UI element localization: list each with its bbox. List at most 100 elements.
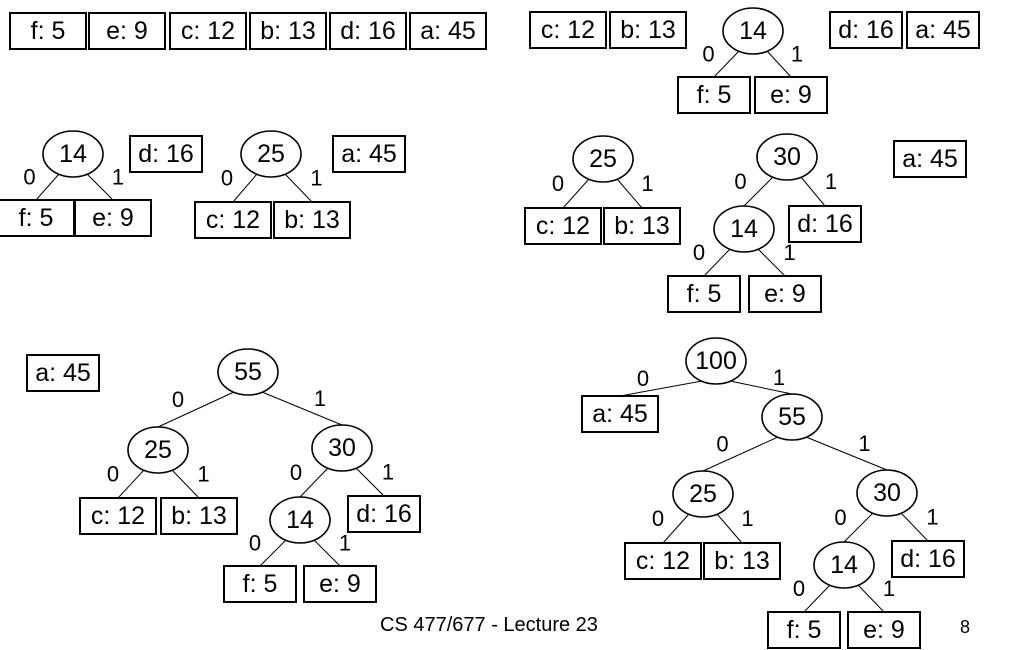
edge-bit-one: 1 bbox=[197, 462, 209, 487]
edge-bit-zero: 0 bbox=[693, 240, 705, 265]
node-weight: 100 bbox=[695, 347, 737, 375]
leaf-box bbox=[603, 207, 681, 245]
leaf-box bbox=[409, 12, 487, 50]
leaf-node: e: 9 bbox=[754, 76, 828, 114]
leaf-box bbox=[788, 205, 862, 243]
leaf-node: c: 12 bbox=[194, 201, 272, 239]
leaf-box bbox=[160, 497, 238, 535]
leaf-box bbox=[667, 275, 741, 313]
node-weight: 14 bbox=[830, 551, 858, 579]
edge-bit-one: 1 bbox=[339, 531, 351, 556]
node-weight: 14 bbox=[286, 506, 314, 534]
leaf-label: a: 45 bbox=[902, 145, 958, 173]
edge-bit-zero: 0 bbox=[637, 366, 649, 391]
edge-bit-zero: 0 bbox=[702, 42, 714, 67]
leaf-label: d: 16 bbox=[838, 16, 894, 44]
node-weight: 25 bbox=[144, 436, 172, 464]
leaf-node: a: 45 bbox=[581, 395, 659, 433]
tree-edge bbox=[803, 584, 831, 613]
leaf-label: f: 5 bbox=[787, 616, 822, 644]
leaf-node: d: 16 bbox=[891, 540, 965, 578]
leaf-label: d: 16 bbox=[900, 545, 956, 573]
leaf-node: f: 5 bbox=[223, 565, 297, 603]
edge-bit-zero: 0 bbox=[290, 460, 302, 485]
leaf-box bbox=[677, 76, 751, 114]
internal-node: 25 bbox=[240, 130, 302, 178]
leaf-node: c: 12 bbox=[524, 207, 602, 245]
leaf-label: a: 45 bbox=[420, 17, 476, 45]
leaf-label: e: 9 bbox=[863, 616, 905, 644]
leaf-node: e: 9 bbox=[847, 611, 921, 649]
edge-bit-zero: 0 bbox=[172, 387, 184, 412]
leaf-box bbox=[249, 12, 327, 50]
internal-node: 14 bbox=[713, 205, 775, 253]
leaf-box bbox=[767, 611, 841, 649]
leaf-label: a: 45 bbox=[915, 16, 971, 44]
leaf-label: b: 13 bbox=[284, 206, 340, 234]
edge-bit-one: 1 bbox=[310, 166, 322, 191]
leaf-node: b: 13 bbox=[249, 12, 327, 50]
leaf-box bbox=[891, 540, 965, 578]
leaf-node: c: 12 bbox=[529, 11, 607, 49]
tree-edge bbox=[313, 539, 341, 567]
node-ellipse bbox=[856, 469, 918, 517]
leaf-label: b: 13 bbox=[620, 16, 676, 44]
leaf-label: e: 9 bbox=[764, 280, 806, 308]
node-ellipse bbox=[240, 130, 302, 178]
tree-edge bbox=[729, 380, 793, 395]
leaf-box bbox=[0, 199, 75, 237]
edge-bit-zero: 0 bbox=[221, 166, 233, 191]
edge-bit-zero: 0 bbox=[734, 169, 746, 194]
edge-bit-one: 1 bbox=[773, 365, 785, 390]
node-weight: 25 bbox=[689, 480, 717, 508]
leaf-node: a: 45 bbox=[332, 135, 406, 173]
leaf-box bbox=[906, 11, 980, 49]
leaf-label: c: 12 bbox=[541, 16, 595, 44]
leaf-node: e: 9 bbox=[303, 565, 377, 603]
footer-course-title: CS 477/677 - Lecture 23 bbox=[380, 614, 598, 636]
leaf-label: b: 13 bbox=[714, 547, 770, 575]
tree-edge bbox=[800, 176, 826, 207]
leaf-label: c: 12 bbox=[91, 502, 145, 530]
leaf-label: f: 5 bbox=[697, 81, 732, 109]
leaf-node: a: 45 bbox=[26, 354, 100, 392]
tree-edge bbox=[117, 469, 145, 499]
leaf-box bbox=[847, 611, 921, 649]
leaf-node: c: 12 bbox=[169, 12, 247, 50]
tree-edge bbox=[757, 248, 786, 277]
leaf-box bbox=[624, 542, 702, 580]
edge-bit-zero: 0 bbox=[107, 462, 119, 487]
edge-bit-one: 1 bbox=[741, 506, 753, 531]
leaf-node: d: 16 bbox=[347, 495, 421, 533]
page-number: 8 bbox=[960, 617, 971, 637]
leaf-box bbox=[529, 11, 607, 49]
tree-edge bbox=[743, 176, 774, 207]
internal-node: 30 bbox=[756, 133, 818, 181]
tree-edge bbox=[619, 380, 703, 397]
leaf-label: b: 13 bbox=[260, 17, 316, 45]
leaf-node: d: 16 bbox=[829, 11, 903, 49]
edge-bit-zero: 0 bbox=[716, 432, 728, 457]
leaf-label: a: 45 bbox=[341, 140, 397, 168]
node-ellipse bbox=[311, 424, 373, 472]
node-weight: 55 bbox=[234, 358, 262, 386]
tree-edge bbox=[86, 173, 114, 201]
tree-edge bbox=[702, 436, 779, 472]
node-ellipse bbox=[672, 470, 734, 518]
leaf-box bbox=[79, 497, 157, 535]
node-ellipse bbox=[761, 393, 823, 441]
edge-bit-one: 1 bbox=[926, 505, 938, 530]
leaf-label: d: 16 bbox=[356, 500, 412, 528]
leaf-label: c: 12 bbox=[181, 17, 235, 45]
leaf-node: f: 5 bbox=[677, 76, 751, 114]
leaf-label: e: 9 bbox=[92, 204, 134, 232]
tree-edge bbox=[616, 178, 643, 209]
leaf-box bbox=[129, 135, 203, 173]
leaf-box bbox=[26, 354, 100, 392]
leaf-label: f: 5 bbox=[687, 280, 722, 308]
leaf-node: c: 12 bbox=[79, 497, 157, 535]
leaf-box bbox=[303, 565, 377, 603]
node-weight: 55 bbox=[778, 403, 806, 431]
edge-bit-one: 1 bbox=[382, 460, 394, 485]
